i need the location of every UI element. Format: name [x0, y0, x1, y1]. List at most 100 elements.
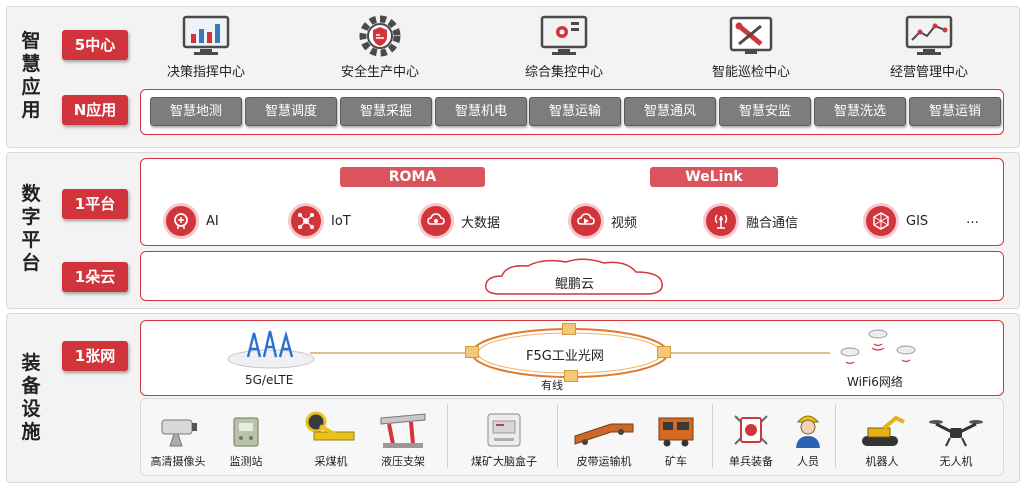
- soldier-equipment-icon: [718, 410, 784, 450]
- chart-monitor-icon: [180, 14, 232, 58]
- fiber-node-icon: [657, 346, 671, 358]
- app-smart-dispatch[interactable]: 智慧调度: [245, 97, 337, 126]
- ring-sub-label: 有线: [541, 379, 563, 392]
- cloud-label: 鲲鹏云: [555, 277, 595, 292]
- device-camera[interactable]: 高清摄像头: [146, 410, 210, 469]
- worker-icon: [788, 410, 828, 450]
- fiber-node-icon: [562, 323, 576, 335]
- device-soldier-equipment[interactable]: 单兵装备: [718, 410, 784, 469]
- device-worker[interactable]: 人员: [788, 410, 828, 469]
- capability-label: 视频: [611, 215, 638, 231]
- tag-one-network: 1张网: [62, 341, 128, 371]
- capability-iot[interactable]: IoT: [291, 205, 351, 237]
- capability-big-data[interactable]: 大数据: [421, 205, 500, 237]
- device-label: 监测站: [229, 455, 263, 468]
- center-label: 综合集控中心: [524, 65, 603, 80]
- tag-n-apps: N应用: [62, 95, 128, 125]
- devices-divider: [835, 404, 836, 468]
- device-drone[interactable]: 无人机: [926, 410, 986, 469]
- safety-gear-icon: [354, 14, 406, 58]
- devices-panel: [140, 398, 1004, 476]
- device-label: 高清摄像头: [150, 455, 206, 468]
- capability-label: 大数据: [461, 215, 501, 231]
- app-smart-washing[interactable]: 智慧洗选: [814, 97, 906, 126]
- device-robot[interactable]: 机器人: [852, 410, 912, 469]
- gis-icon: [866, 206, 896, 236]
- camera-icon: [146, 410, 210, 450]
- device-hydraulic-support[interactable]: 液压支架: [372, 410, 434, 469]
- app-smart-transport[interactable]: 智慧运输: [529, 97, 621, 126]
- network-5g-label: 5G/eLTE: [245, 373, 294, 387]
- layer-title-equipment: 装备设施: [21, 352, 41, 443]
- device-label: 液压支架: [381, 455, 425, 468]
- mine-car-icon: [648, 410, 704, 450]
- center-label: 决策指挥中心: [166, 65, 245, 80]
- fiber-node-icon: [465, 346, 479, 358]
- device-label: 煤矿大脑盒子: [471, 455, 537, 468]
- device-label: 采煤机: [314, 455, 348, 468]
- device-monitor-station[interactable]: 监测站: [220, 410, 272, 469]
- center-label: 智能巡检中心: [711, 65, 790, 80]
- drone-icon: [926, 410, 986, 450]
- tag-five-centers: 5中心: [62, 30, 128, 60]
- brain-box-icon: [462, 410, 546, 450]
- belt-conveyor-icon: [568, 410, 640, 450]
- capability-label: GIS: [906, 213, 929, 229]
- fiber-node-icon: [564, 370, 578, 382]
- capability-label: AI: [206, 213, 219, 229]
- big-data-icon: [421, 206, 451, 236]
- device-label: 人员: [797, 455, 819, 468]
- capability-video[interactable]: 视频: [571, 205, 637, 237]
- layer-title-application: 智慧应用: [21, 30, 41, 121]
- platform-panel: [140, 158, 1004, 246]
- device-label: 矿车: [665, 455, 687, 468]
- center-decision-command[interactable]: 决策指挥中心: [141, 14, 271, 80]
- app-smart-ventilation[interactable]: 智慧通风: [624, 97, 716, 126]
- app-smart-safety[interactable]: 智慧安监: [719, 97, 811, 126]
- devices-divider: [447, 404, 448, 468]
- video-icon: [571, 206, 601, 236]
- device-shearer[interactable]: 采煤机: [296, 410, 366, 469]
- iot-icon: [291, 206, 321, 236]
- roma-bar[interactable]: ROMA: [340, 167, 485, 187]
- tag-one-cloud: 1朵云: [62, 262, 128, 292]
- center-safety-production[interactable]: 安全生产中心: [315, 14, 445, 80]
- wifi-label: WiFi6网络: [847, 375, 903, 389]
- device-label: 机器人: [865, 455, 899, 468]
- app-smart-sales[interactable]: 智慧运销: [909, 97, 1001, 126]
- app-smart-mining[interactable]: 智慧采掘: [340, 97, 432, 126]
- tower-5g-icon: [226, 327, 316, 373]
- device-label: 单兵装备: [729, 455, 773, 468]
- devices-divider: [712, 404, 713, 468]
- tag-one-platform: 1平台: [62, 189, 128, 219]
- devices-divider: [557, 404, 558, 468]
- layer-title-platform: 数字平台: [21, 183, 41, 274]
- shearer-icon: [296, 410, 366, 450]
- capability-label: IoT: [331, 213, 351, 229]
- app-smart-electromech[interactable]: 智慧机电: [435, 97, 527, 126]
- inspection-toolbox-icon: [725, 14, 777, 58]
- device-label: 皮带运输机: [576, 455, 632, 468]
- ai-brain-icon: [166, 206, 196, 236]
- ring-label: F5G工业光网: [526, 349, 604, 364]
- capability-communication[interactable]: 融合通信: [706, 205, 798, 237]
- center-smart-inspection[interactable]: 智能巡检中心: [686, 14, 816, 80]
- cloud-shape: [485, 258, 663, 295]
- center-integrated-control[interactable]: 综合集控中心: [499, 14, 629, 80]
- device-label: 无人机: [939, 455, 973, 468]
- communication-icon: [706, 206, 736, 236]
- center-label: 经营管理中心: [889, 65, 968, 80]
- device-mine-car[interactable]: 矿车: [648, 410, 704, 469]
- capability-more: …: [966, 212, 979, 227]
- device-brain-box[interactable]: 煤矿大脑盒子: [462, 410, 546, 469]
- monitor-station-icon: [220, 410, 272, 450]
- hydraulic-support-icon: [372, 410, 434, 450]
- capability-ai[interactable]: AI: [166, 205, 219, 237]
- robot-icon: [852, 410, 912, 450]
- device-belt-conveyor[interactable]: 皮带运输机: [568, 410, 640, 469]
- capability-gis[interactable]: GIS: [866, 205, 928, 237]
- control-monitor-icon: [538, 14, 590, 58]
- center-business-management[interactable]: 经营管理中心: [864, 14, 994, 80]
- app-smart-survey[interactable]: 智慧地测: [150, 97, 242, 126]
- welink-bar[interactable]: WeLink: [650, 167, 778, 187]
